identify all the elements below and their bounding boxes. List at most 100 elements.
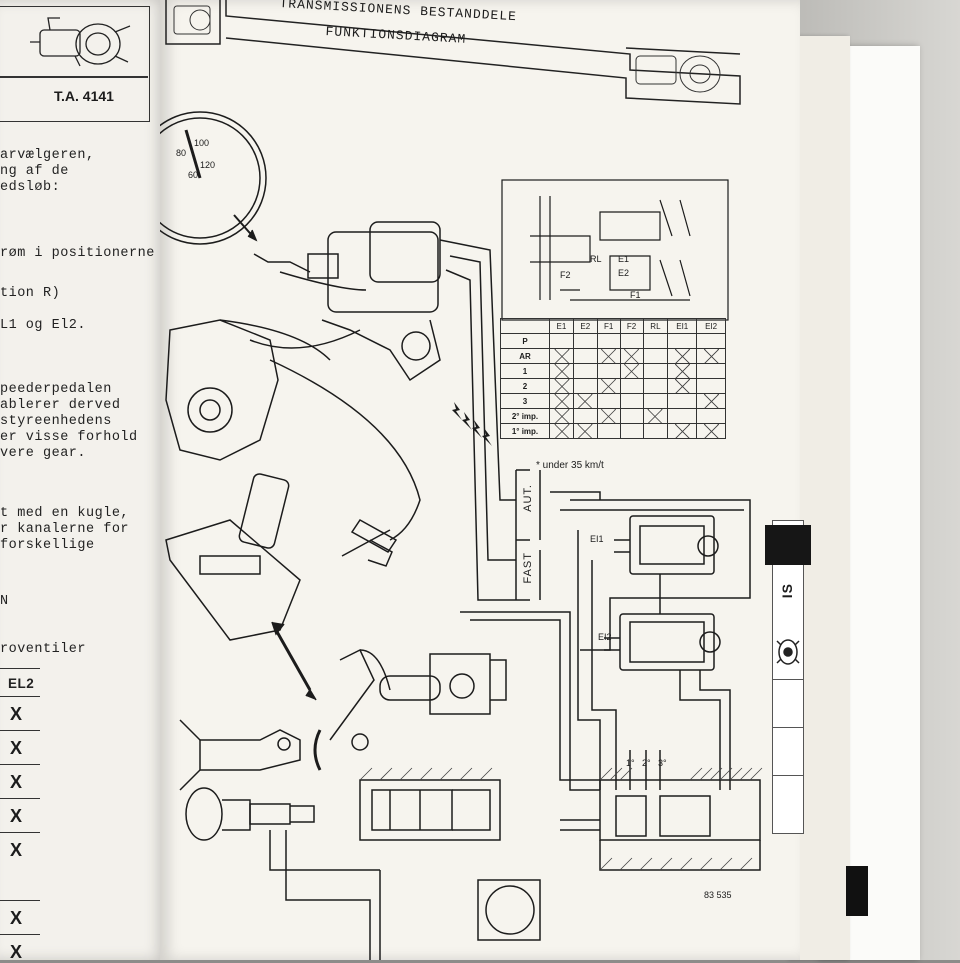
table-row-label: 1: [500, 363, 550, 379]
body-line: røm i positionerne: [0, 246, 155, 261]
left-header-box: [0, 6, 150, 122]
table-cell: [667, 393, 698, 409]
tab-marker: [765, 525, 811, 565]
table-cell: [596, 393, 621, 409]
header-divider: [0, 76, 148, 78]
table-cell: [696, 363, 726, 379]
body-line: styreenhedens: [0, 414, 112, 429]
table-cell: [696, 333, 726, 349]
table-row: 1: [500, 363, 726, 379]
table-cell: [596, 363, 621, 379]
table-cell: [572, 408, 598, 424]
table-cell: [619, 393, 644, 409]
table-cell: [549, 378, 574, 394]
tab-divider: [773, 727, 803, 728]
speedo-tick: 80: [176, 148, 187, 158]
table-cell: [619, 423, 644, 439]
x-mark: X: [10, 840, 23, 860]
body-line: peederpedalen: [0, 382, 112, 397]
right-page: [160, 0, 800, 960]
clutch-label: F1: [630, 290, 641, 300]
speedo-tick: 60: [188, 170, 199, 180]
table-cell: [572, 363, 598, 379]
clutch-label: E1: [618, 254, 630, 264]
eye-icon: [776, 639, 800, 665]
x-mark: X: [10, 806, 23, 826]
table-corner: [500, 318, 550, 334]
table-cell: [696, 348, 726, 364]
table-cell: [667, 378, 698, 394]
body-line: arvælgeren,: [0, 148, 95, 163]
tab-divider: [773, 679, 803, 680]
table-row: 2° imp.: [500, 408, 726, 424]
table-cell: [596, 333, 621, 349]
table-cell: [619, 408, 644, 424]
body-line: N: [0, 594, 9, 609]
aut-label: AUT.: [522, 484, 534, 512]
table-cell: [642, 423, 669, 439]
table-cell: [642, 393, 669, 409]
page-edge-marker: [846, 866, 868, 916]
clutch-label: E2: [618, 268, 630, 278]
table-cell: [642, 333, 669, 349]
table-column-header: RL: [642, 318, 669, 334]
table-cell: [667, 348, 698, 364]
document-id: T.A. 4141: [54, 88, 114, 104]
table-cell: [667, 333, 698, 349]
table-row-label: 2° imp.: [500, 408, 550, 424]
table-cell: [572, 348, 598, 364]
table-row-label: 2: [500, 378, 550, 394]
table-cell: [572, 333, 598, 349]
table-footnote: * under 35 km/t: [536, 460, 604, 471]
page-header: [165, 0, 741, 105]
section-tab[interactable]: IS: [765, 520, 811, 834]
table-row: P: [500, 333, 726, 349]
table-cell: [549, 348, 574, 364]
table-cell: [642, 348, 669, 364]
table-cell: [596, 423, 621, 439]
body-line: ablerer derved: [0, 398, 121, 413]
body-line: t med en kugle,: [0, 506, 130, 521]
table-column-header: EI1: [667, 318, 698, 334]
table-row: 3: [500, 393, 726, 409]
table-cell: [549, 333, 574, 349]
table-cell: [549, 408, 574, 424]
table-row-label: 3: [500, 393, 550, 409]
body-line: forskellige: [0, 538, 95, 553]
table-cell: [572, 378, 598, 394]
table-column-header: E1: [549, 318, 574, 334]
table-column-header: F2: [619, 318, 644, 334]
clutch-label: RL: [590, 254, 602, 264]
solenoid-label: EI2: [598, 632, 612, 642]
x-mark: X: [10, 772, 23, 792]
table-line: [0, 764, 40, 765]
port-label: 2°: [642, 758, 651, 768]
table-cell: [667, 363, 698, 379]
table-cell: [549, 363, 574, 379]
table-row-label: P: [500, 333, 550, 349]
table-line: [0, 696, 40, 697]
table-cell: [572, 423, 598, 439]
table-cell: [619, 378, 644, 394]
table-row-label: AR: [500, 348, 550, 364]
table-cell: [549, 423, 574, 439]
body-line: ng af de: [0, 164, 69, 179]
table-column-header: EI2: [696, 318, 726, 334]
table-cell: [549, 393, 574, 409]
tab-divider: [773, 775, 803, 776]
table-cell: [619, 333, 644, 349]
table-line: [0, 668, 40, 669]
table-line: [0, 798, 40, 799]
fast-label: FAST: [522, 552, 534, 584]
table-cell: [596, 408, 621, 424]
table-cell: [667, 423, 698, 439]
port-label: 3°: [658, 758, 667, 768]
body-line: roventiler: [0, 642, 87, 657]
table-cell: [596, 348, 621, 364]
table-line: [0, 832, 40, 833]
table-row: AR: [500, 348, 726, 364]
table-cell: [596, 378, 621, 394]
x-mark: X: [10, 942, 23, 962]
table-cell: [642, 408, 669, 424]
